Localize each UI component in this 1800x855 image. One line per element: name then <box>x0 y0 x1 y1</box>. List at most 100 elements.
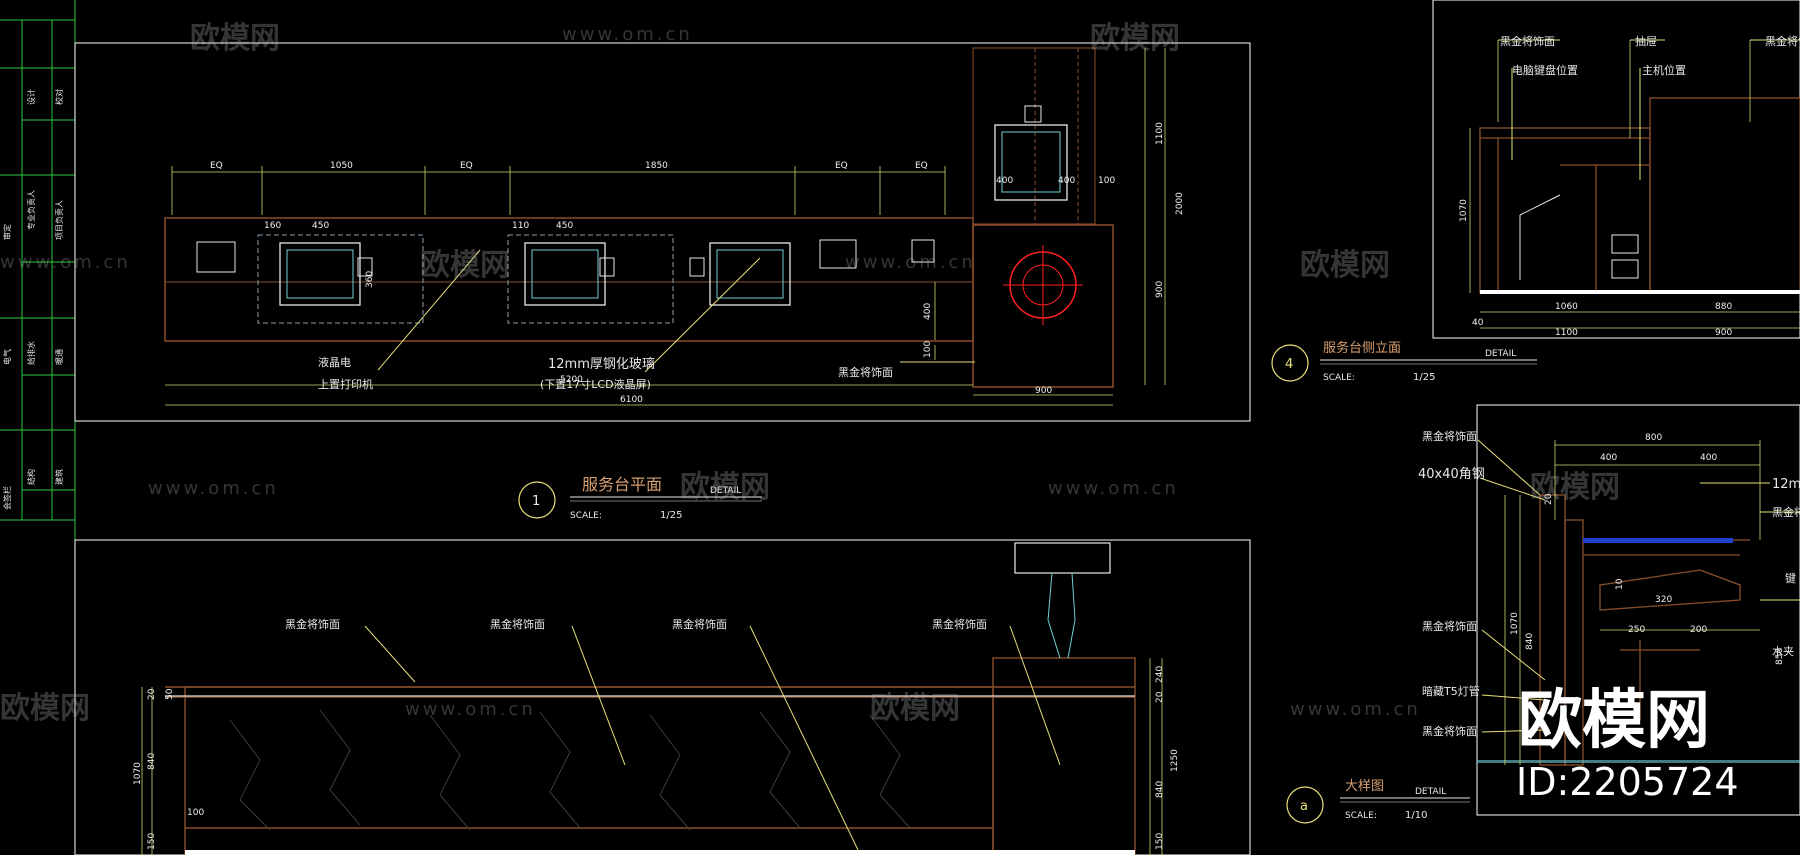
detail-label-8: 键 <box>1785 571 1796 585</box>
svg-text:电脑键盘位置: 电脑键盘位置 <box>1512 63 1578 77</box>
tb-cell-0: 设计 <box>26 89 36 105</box>
watermark-brand: 欧模网 <box>1530 470 1620 505</box>
front-elevation: 黑金将饰面 黑金将饰面 黑金将饰面 黑金将饰面 20 50 840 1070 1… <box>74 539 1251 855</box>
plan-title: 1 服务台平面 DETAIL SCALE: 1/25 <box>518 475 762 521</box>
svg-text:SCALE:: SCALE: <box>570 511 602 521</box>
side-labels: 黑金将饰面 电脑键盘位置 抽屉 主机位置 黑金将饰 1070 1060 880 … <box>1459 34 1800 338</box>
watermarks: 欧模网 www.om.cn 欧模网 www.om.cn 欧模网 www.om.c… <box>0 21 1620 726</box>
svg-text:840: 840 <box>1525 633 1535 650</box>
svg-text:DETAIL: DETAIL <box>1485 349 1516 359</box>
detail-label-2: 12mm <box>1772 477 1800 492</box>
svg-text:1100: 1100 <box>1555 328 1578 338</box>
svg-text:DETAIL: DETAIL <box>710 486 741 496</box>
svg-text:黑金将饰: 黑金将饰 <box>1765 34 1800 48</box>
svg-text:1250: 1250 <box>1170 749 1180 772</box>
tb-cell-12: 审定 <box>2 224 12 240</box>
tb-cell-5: 项目负责人 <box>54 200 64 240</box>
detail-title: a 大样图 DETAIL SCALE: 1/10 <box>1286 779 1470 824</box>
watermark-url: www.om.cn <box>0 252 131 273</box>
svg-text:1100: 1100 <box>1155 122 1165 145</box>
detail-label-6: 黑金将饰面 <box>1422 724 1477 738</box>
tb-cell-10: 建筑 <box>54 469 64 485</box>
elev-label-1: 黑金将饰面 <box>490 617 545 631</box>
label-glass: 12mm厚钢化玻璃 <box>548 357 655 372</box>
svg-text:a: a <box>1300 799 1308 814</box>
watermark-url: www.om.cn <box>405 699 536 720</box>
svg-text:850: 850 <box>1775 648 1785 665</box>
detail-label-7: 水夹 <box>1772 645 1794 658</box>
svg-text:1070: 1070 <box>1510 612 1520 635</box>
side-elevation <box>1432 0 1800 339</box>
svg-text:400: 400 <box>996 176 1013 186</box>
badge-id: ID:2205724 <box>1516 760 1739 804</box>
svg-text:黑金将饰面: 黑金将饰面 <box>1500 34 1555 48</box>
tb-cell-6: 电气 <box>2 349 12 365</box>
watermark-brand: 欧模网 <box>870 691 960 726</box>
svg-text:840: 840 <box>147 753 157 770</box>
svg-text:1/25: 1/25 <box>660 510 682 521</box>
svg-text:6100: 6100 <box>620 395 643 405</box>
svg-text:240: 240 <box>1155 666 1165 683</box>
watermark-brand: 欧模网 <box>420 248 510 283</box>
svg-text:SCALE:: SCALE: <box>1345 811 1377 821</box>
svg-text:40: 40 <box>1472 318 1484 328</box>
svg-text:1060: 1060 <box>1555 302 1578 312</box>
svg-text:1070: 1070 <box>133 762 143 785</box>
watermark-brand: 欧模网 <box>0 691 90 726</box>
svg-text:1: 1 <box>532 494 540 509</box>
svg-text:840: 840 <box>1155 781 1165 798</box>
svg-text:150: 150 <box>147 833 157 850</box>
watermark-url: www.om.cn <box>148 478 279 499</box>
svg-text:400: 400 <box>923 303 933 320</box>
svg-text:150: 150 <box>1155 833 1165 850</box>
svg-text:450: 450 <box>556 221 573 231</box>
tb-cell-13: 会签栏 <box>2 486 12 510</box>
detail-label-5: 暗藏T5灯管 <box>1422 684 1480 698</box>
svg-text:服务台平面: 服务台平面 <box>582 475 662 494</box>
svg-text:20: 20 <box>1155 691 1165 703</box>
plan-dimensions: EQ 1050 EQ 1850 EQ EQ 160 450 110 450 40… <box>210 122 1185 405</box>
svg-text:主机位置: 主机位置 <box>1642 63 1686 77</box>
svg-text:1850: 1850 <box>645 161 668 171</box>
tb-cell-9: 结构 <box>26 469 36 485</box>
svg-text:EQ: EQ <box>460 161 473 171</box>
svg-text:250: 250 <box>1628 625 1645 635</box>
svg-text:10: 10 <box>1615 578 1625 590</box>
svg-text:100: 100 <box>187 808 204 818</box>
watermark-brand: 欧模网 <box>1300 248 1390 283</box>
svg-text:1/25: 1/25 <box>1413 372 1435 383</box>
svg-text:4: 4 <box>1285 357 1293 372</box>
elev-label-3: 黑金将饰面 <box>932 617 987 631</box>
svg-text:2000: 2000 <box>1175 192 1185 215</box>
detail-label-0: 黑金将饰面 <box>1422 429 1477 443</box>
label-lcd: 液晶电 <box>318 355 351 369</box>
svg-text:1050: 1050 <box>330 161 353 171</box>
tb-cell-7: 给排水 <box>26 341 36 365</box>
svg-text:SCALE:: SCALE: <box>1323 373 1355 383</box>
svg-text:900: 900 <box>1035 386 1052 396</box>
detail-label-1: 40x40角钢 <box>1418 467 1485 482</box>
svg-text:800: 800 <box>1645 433 1662 443</box>
id-badge: 欧模网 ID:2205724 <box>1516 684 1739 804</box>
svg-text:880: 880 <box>1715 302 1732 312</box>
detail-label-3: 黑金将 <box>1772 505 1800 519</box>
svg-text:100: 100 <box>1098 176 1115 186</box>
label-printer: 上置打印机 <box>318 377 373 391</box>
svg-text:大样图: 大样图 <box>1345 779 1384 794</box>
svg-text:EQ: EQ <box>210 161 223 171</box>
svg-text:400: 400 <box>1600 453 1617 463</box>
plan-view <box>74 42 1251 422</box>
watermark-url: www.om.cn <box>1290 699 1421 720</box>
side-title: 4 服务台侧立面 DETAIL SCALE: 1/25 <box>1271 340 1537 383</box>
detail-view: 黑金将饰面 40x40角钢 12mm 黑金将 黑金将饰面 暗藏T5灯管 黑金将饰… <box>1418 404 1800 816</box>
svg-text:20: 20 <box>147 688 157 700</box>
svg-text:EQ: EQ <box>835 161 848 171</box>
watermark-url: www.om.cn <box>845 252 976 273</box>
plan-labels: 液晶电 上置打印机 12mm厚钢化玻璃 (下置17寸LCD液晶屏) 黑金将饰面 <box>318 355 893 391</box>
watermark-brand: 欧模网 <box>190 21 280 56</box>
svg-text:360: 360 <box>365 271 375 288</box>
svg-text:110: 110 <box>512 221 529 231</box>
svg-text:900: 900 <box>1155 281 1165 298</box>
tb-cell-8: 暖通 <box>54 349 64 365</box>
